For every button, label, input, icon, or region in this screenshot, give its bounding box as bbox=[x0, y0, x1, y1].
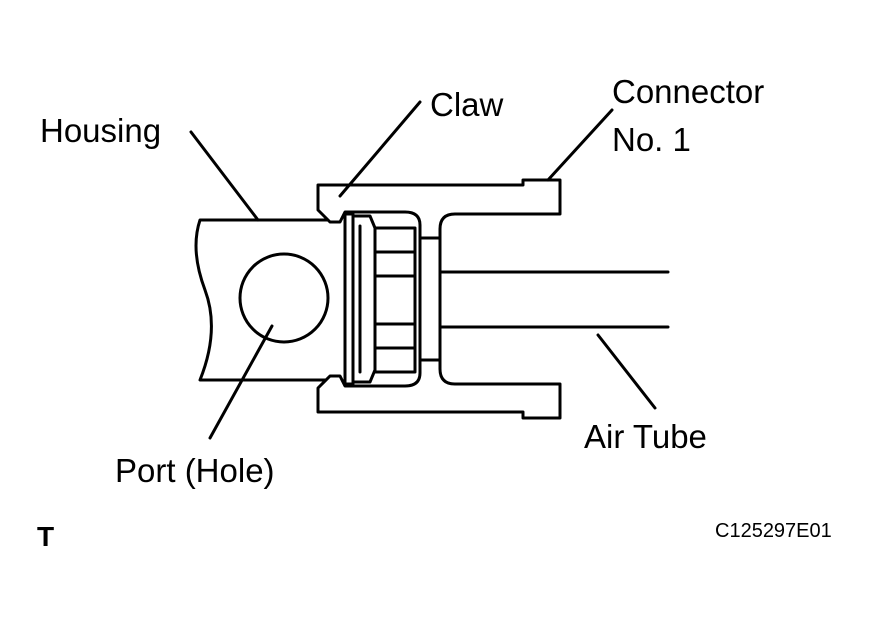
air-tube-leader bbox=[596, 333, 657, 410]
connector-leader bbox=[546, 108, 614, 182]
claw-leader bbox=[338, 100, 422, 198]
housing-leader bbox=[189, 130, 260, 222]
port-hole bbox=[238, 252, 330, 344]
connector-label-line1: Connector bbox=[612, 73, 764, 110]
port-label: Port (Hole) bbox=[115, 452, 275, 489]
claw-retainer bbox=[343, 212, 417, 386]
port-leader bbox=[208, 324, 274, 440]
leader-lines bbox=[189, 100, 657, 440]
figure-code: C125297E01 bbox=[715, 520, 832, 542]
air-tube-label: Air Tube bbox=[584, 418, 707, 455]
connector-stem bbox=[418, 236, 442, 362]
housing-label: Housing bbox=[40, 112, 161, 149]
claw-label: Claw bbox=[430, 86, 504, 123]
connector-label-line2: No. 1 bbox=[612, 121, 691, 158]
air-tube bbox=[438, 270, 670, 329]
corner-mark: T bbox=[37, 521, 54, 552]
